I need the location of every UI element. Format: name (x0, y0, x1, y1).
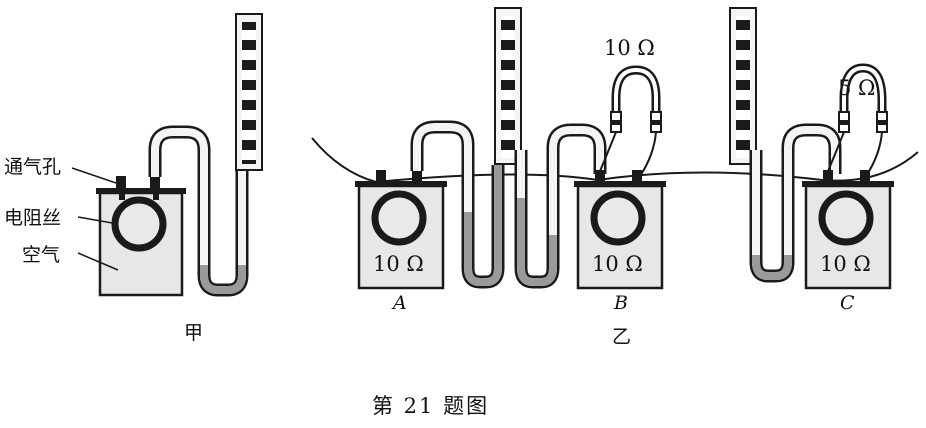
container-letter-C: C (840, 292, 855, 314)
lid-jia (96, 188, 186, 194)
external-resistance-label-B: 10 Ω (604, 36, 655, 60)
leader-wire (77, 216, 119, 225)
label-figure-yi: 乙 (612, 326, 632, 348)
label-vent-hole: 通气孔 (4, 156, 62, 178)
resistance-wire-B (590, 190, 646, 246)
resistance-label-A: 10 Ω (373, 252, 424, 276)
resistance-wire-jia (111, 196, 167, 252)
leader-air (77, 252, 119, 271)
vent-hole-jia-2 (150, 176, 160, 190)
lid-B (574, 181, 666, 187)
u-tube-A (410, 120, 505, 289)
figure-jia (71, 13, 263, 297)
external-resistor-C (825, 63, 888, 177)
liquid-jia (200, 265, 246, 294)
u-tube-C (749, 123, 842, 283)
external-resistor-B (597, 65, 662, 177)
resistance-wire-A (371, 190, 427, 246)
figure-caption: 第 21 题图 (372, 394, 490, 418)
label-air: 空气 (22, 244, 61, 266)
figure-yi (311, 7, 919, 290)
leader-vent (71, 167, 117, 184)
external-resistance-label-C: 5 Ω (838, 76, 876, 100)
resistance-label-B: 10 Ω (592, 252, 643, 276)
liquid-C (752, 255, 792, 280)
label-resistance-wire: 电阻丝 (4, 207, 62, 229)
vent-hole-jia (116, 176, 126, 190)
label-figure-jia: 甲 (184, 322, 204, 344)
container-letter-A: A (393, 292, 407, 314)
lid-C (802, 181, 894, 187)
container-letter-B: B (614, 292, 628, 314)
resistance-label-C: 10 Ω (820, 252, 871, 276)
liquid-B (517, 198, 557, 286)
lid-A (355, 181, 447, 187)
liquid-A (464, 165, 502, 286)
u-tube-jia (148, 125, 249, 297)
u-tube-B (514, 123, 607, 289)
resistance-wire-C (818, 190, 874, 246)
